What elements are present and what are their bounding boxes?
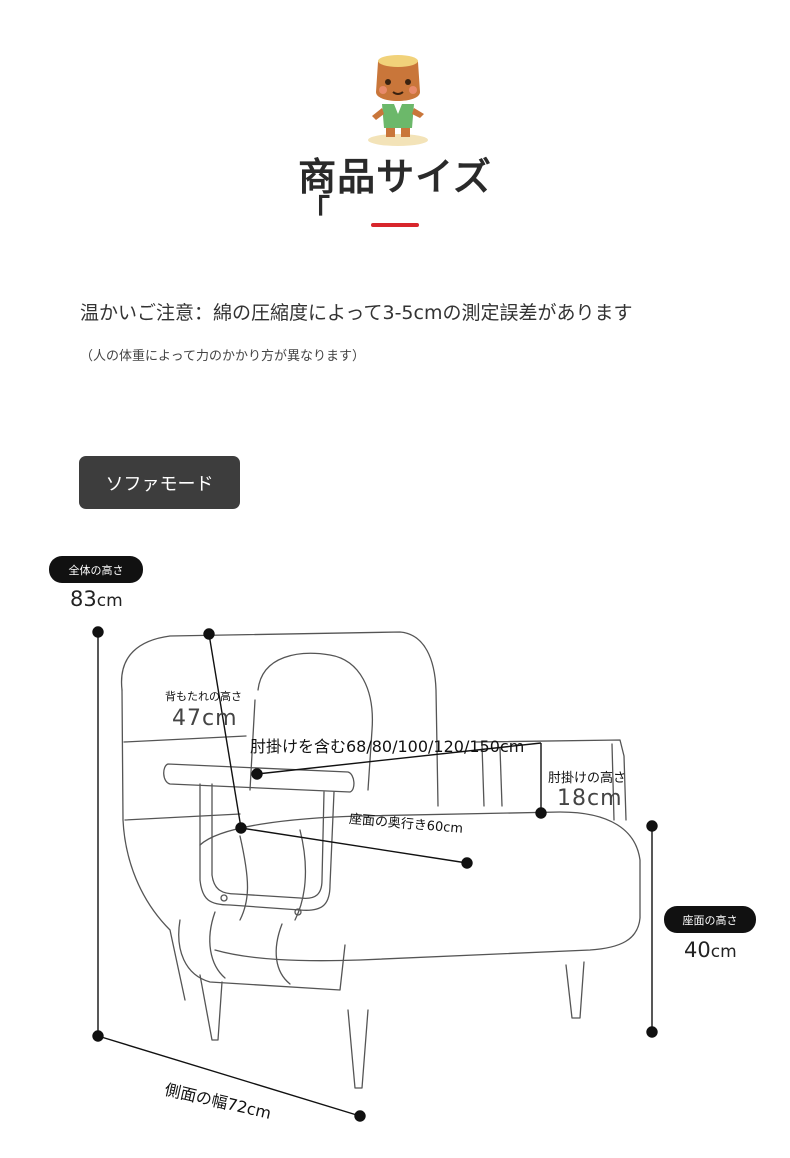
seat-height-value: 40cm — [684, 938, 737, 962]
total-height-label: 全体の高さ — [49, 556, 143, 583]
backrest-height-label: 背もたれの高さ — [165, 690, 242, 703]
total-height-number: 83 — [70, 587, 97, 611]
corner-bracket: 「 — [300, 194, 330, 229]
width-label: 肘掛けを含む68/80/100/120/150cm — [250, 737, 525, 756]
measurement-subnote: （人の体重によって力のかかり方が異なります） — [80, 349, 365, 364]
title-underline — [371, 223, 419, 227]
measurement-notice: 温かいご注意：綿の圧縮度によって3-5cmの測定誤差があります — [80, 302, 633, 324]
total-height-unit: cm — [96, 591, 123, 611]
seat-height-unit: cm — [710, 942, 737, 962]
seat-height-label: 座面の高さ — [664, 906, 756, 933]
backrest-height-value: 47cm — [172, 706, 238, 731]
armrest-height-label: 肘掛けの高さ — [548, 771, 627, 786]
page-title: 商品サイズ — [298, 155, 492, 199]
tree-stump-mascot-icon — [368, 55, 428, 146]
seat-height-number: 40 — [684, 938, 711, 962]
total-height-value: 83cm — [70, 587, 123, 611]
sofa-mode-button[interactable]: ソファモード — [79, 456, 240, 509]
armrest-height-value: 18cm — [557, 786, 623, 811]
